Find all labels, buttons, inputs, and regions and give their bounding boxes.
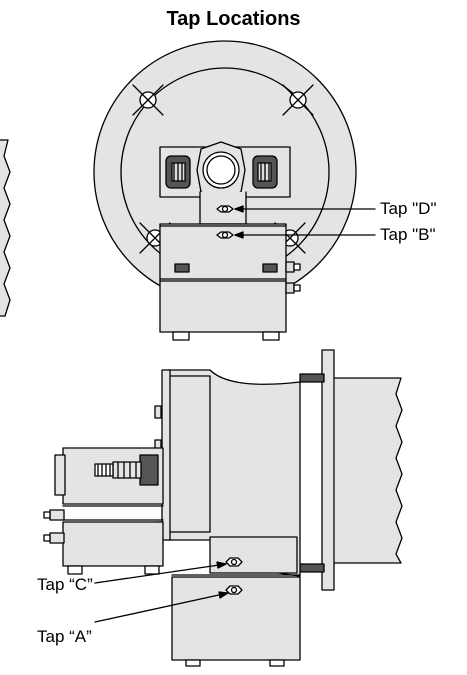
tap-a-plug (225, 585, 243, 595)
tap-a-label: Tap “A” (37, 627, 92, 646)
front-side-fittings (285, 261, 301, 294)
tap-c-label: Tap “C” (37, 575, 93, 594)
side-tap-block (209, 536, 298, 574)
front-right-fitting (252, 155, 278, 189)
front-feet (172, 263, 280, 341)
front-lower-block (159, 223, 287, 333)
tap-b-label: Tap "B" (380, 225, 436, 244)
side-actuator-feet (67, 565, 160, 575)
tap-c-leader (94, 563, 227, 584)
tap-b-plug (216, 231, 234, 239)
tap-d-plug (216, 205, 234, 213)
front-view (93, 40, 376, 341)
side-connector-fitting (94, 454, 159, 486)
front-left-fitting (165, 155, 191, 189)
side-pipe (334, 377, 403, 564)
side-left-fittings (43, 509, 65, 544)
tap-c-plug (225, 557, 243, 567)
side-view (43, 349, 403, 667)
side-actuator-lower (62, 521, 164, 567)
tap-d-label: Tap "D" (380, 199, 437, 218)
tap-a-leader (94, 592, 229, 623)
side-flange (321, 349, 335, 591)
diagram-title: Tap Locations (166, 8, 301, 30)
front-center-nut (196, 141, 246, 200)
left-cutoff-object (0, 139, 11, 317)
